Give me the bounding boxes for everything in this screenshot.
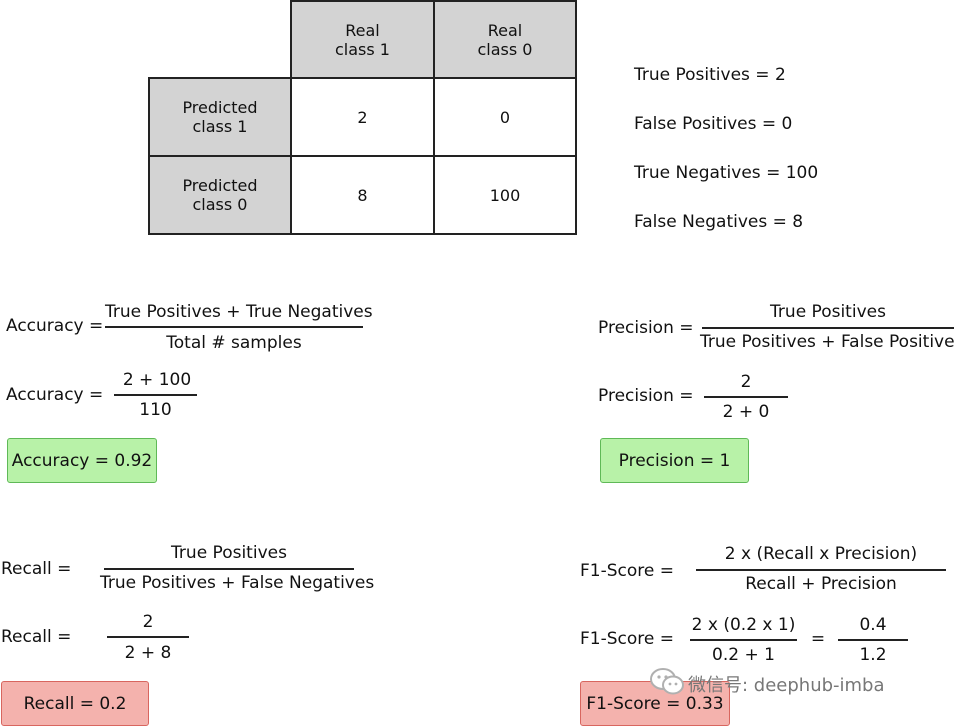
precision-denominator: True Positives + False Positives bbox=[700, 332, 955, 352]
accuracy-denominator: Total # samples bbox=[166, 333, 302, 353]
recall-fraction-line-2 bbox=[107, 636, 189, 638]
cell-tp: 2 bbox=[290, 77, 435, 157]
precision-numerator-2: 2 bbox=[740, 372, 752, 392]
wechat-icon bbox=[650, 668, 684, 695]
f1-equals: = bbox=[810, 629, 826, 649]
accuracy-fraction-line-2 bbox=[114, 394, 197, 396]
f1-fraction-line-3 bbox=[838, 639, 908, 641]
f1-fraction-line bbox=[696, 569, 946, 571]
precision-denominator-2: 2 + 0 bbox=[722, 402, 770, 422]
stat-true-negatives: True Negatives = 100 bbox=[634, 163, 819, 183]
recall-label-2: Recall = bbox=[1, 627, 72, 647]
precision-numerator: True Positives bbox=[770, 302, 886, 322]
precision-label-2: Precision = bbox=[598, 386, 694, 406]
f1-denominator-3: 1.2 bbox=[859, 645, 887, 665]
recall-numerator: True Positives bbox=[171, 543, 287, 563]
accuracy-result: Accuracy = 0.92 bbox=[7, 438, 157, 483]
accuracy-label-2: Accuracy = bbox=[6, 385, 104, 405]
recall-denominator-2: 2 + 8 bbox=[124, 643, 172, 663]
accuracy-numerator-2: 2 + 100 bbox=[122, 370, 192, 390]
accuracy-fraction-line bbox=[105, 326, 363, 328]
recall-result: Recall = 0.2 bbox=[1, 681, 149, 726]
stat-false-negatives: False Negatives = 8 bbox=[634, 212, 804, 232]
stat-true-positives: True Positives = 2 bbox=[634, 65, 786, 85]
f1-numerator: 2 x (Recall x Precision) bbox=[724, 544, 918, 564]
stat-false-positives: False Positives = 0 bbox=[634, 114, 793, 134]
accuracy-label: Accuracy = bbox=[6, 316, 104, 336]
f1-numerator-2: 2 x (0.2 x 1) bbox=[691, 615, 796, 635]
f1-label-2: F1-Score = bbox=[580, 629, 674, 649]
f1-result: F1-Score = 0.33 bbox=[580, 681, 730, 726]
recall-fraction-line bbox=[104, 568, 354, 570]
cell-fp: 0 bbox=[433, 77, 577, 157]
precision-result: Precision = 1 bbox=[600, 438, 749, 483]
recall-numerator-2: 2 bbox=[142, 612, 154, 632]
f1-denominator: Recall + Precision bbox=[745, 574, 897, 594]
recall-label: Recall = bbox=[1, 559, 72, 579]
cell-tn: 100 bbox=[433, 155, 577, 235]
accuracy-denominator-2: 110 bbox=[139, 400, 172, 420]
f1-label: F1-Score = bbox=[580, 561, 674, 581]
accuracy-numerator: True Positives + True Negatives bbox=[105, 302, 373, 322]
precision-fraction-line bbox=[702, 327, 954, 329]
f1-fraction-line-2 bbox=[690, 639, 797, 641]
cell-fn: 8 bbox=[290, 155, 435, 235]
watermark-text: 微信号: deephub-imba bbox=[688, 675, 885, 696]
precision-label: Precision = bbox=[598, 318, 694, 338]
precision-fraction-line-2 bbox=[704, 396, 788, 398]
f1-denominator-2: 0.2 + 1 bbox=[712, 645, 775, 665]
f1-numerator-3: 0.4 bbox=[859, 615, 887, 635]
recall-denominator: True Positives + False Negatives bbox=[100, 573, 375, 593]
